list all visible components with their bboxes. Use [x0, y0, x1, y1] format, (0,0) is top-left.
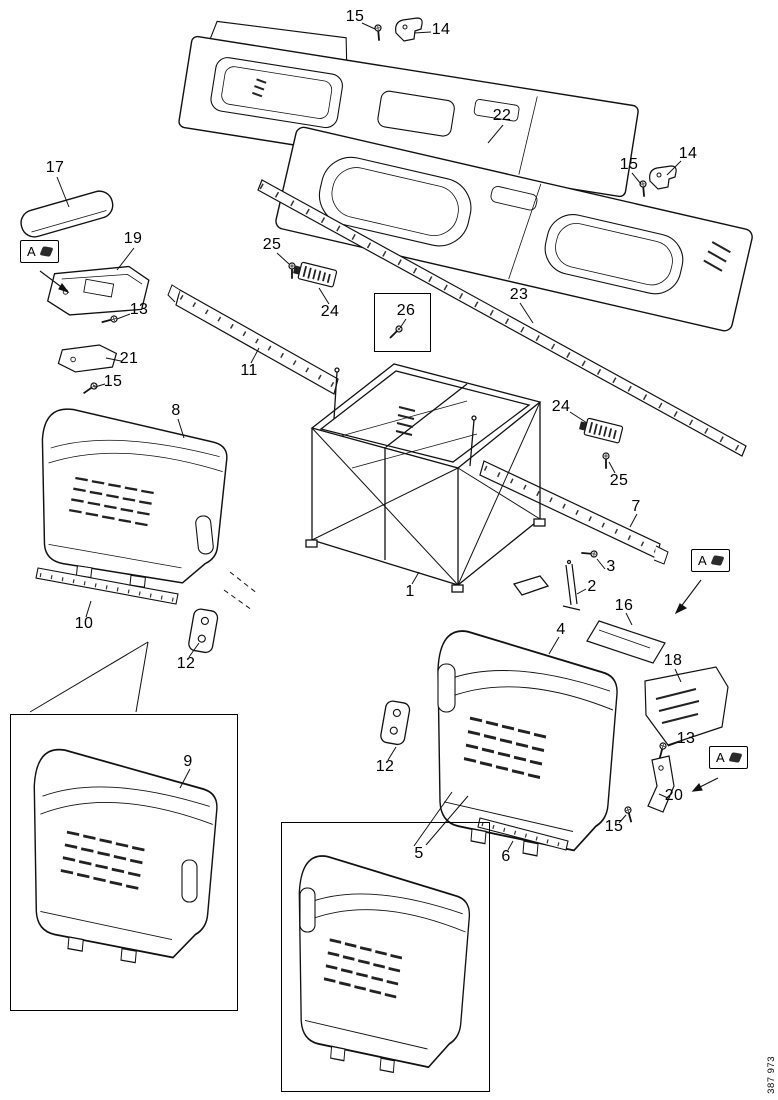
callout-9: 9 — [183, 753, 193, 770]
fastener-glyph — [728, 752, 743, 763]
callout-5: 5 — [414, 845, 424, 862]
part-4-recess — [437, 663, 456, 713]
part-9-recess — [181, 859, 198, 903]
callout-13: 13 — [129, 301, 149, 318]
callout-6: 6 — [501, 848, 511, 865]
callout-24: 24 — [551, 398, 571, 415]
part-19-bracket — [46, 265, 150, 316]
detail-marker-A-3: A — [709, 746, 748, 769]
part-22-shelf — [275, 126, 753, 332]
callout-11: 11 — [240, 362, 258, 379]
drawing-number: 387 973 — [766, 1056, 777, 1094]
part-6-strip — [477, 817, 569, 851]
part-21-bracket — [57, 344, 118, 373]
part-1-frame — [305, 363, 550, 596]
callout-15: 15 — [619, 156, 639, 173]
detail-marker-label: A — [698, 553, 707, 568]
part-18-bracket — [644, 666, 729, 746]
part-7-rail — [479, 460, 669, 565]
callout-24: 24 — [320, 303, 340, 320]
detail-inset-3 — [374, 293, 431, 352]
callout-12: 12 — [375, 758, 395, 775]
callout-14: 14 — [431, 21, 451, 38]
fastener-glyph — [39, 246, 54, 257]
part-10-strip — [35, 567, 179, 605]
callout-15: 15 — [345, 8, 365, 25]
callout-20: 20 — [664, 787, 684, 804]
callout-10: 10 — [74, 615, 94, 632]
leader-lines — [56, 22, 682, 851]
callout-2: 2 — [587, 578, 597, 595]
part-23-rail — [257, 179, 747, 457]
part-17-armrest — [20, 190, 114, 238]
callout-16: 16 — [614, 597, 634, 614]
detail-inset-1 — [10, 714, 238, 1011]
detail-marker-A-2: A — [691, 549, 730, 572]
callout-3: 3 — [606, 558, 616, 575]
part-16-bracket — [586, 620, 666, 664]
callout-4: 4 — [556, 621, 566, 638]
part-2-strut — [562, 559, 581, 611]
callout-18: 18 — [663, 652, 683, 669]
callout-15: 15 — [103, 373, 123, 390]
dashed-lines — [223, 571, 259, 611]
detail-marker-label: A — [27, 244, 36, 259]
callout-22: 22 — [492, 107, 512, 124]
detail-marker-A-1: A — [20, 240, 59, 263]
fastener-glyph — [710, 555, 725, 566]
detail-marker-arrows — [39, 270, 719, 792]
inset-pointer-lines — [29, 641, 149, 713]
callout-15: 15 — [604, 818, 624, 835]
callout-21: 21 — [119, 350, 139, 367]
callout-17: 17 — [45, 159, 65, 176]
part-8-recess — [195, 515, 214, 555]
detail-inset-2 — [281, 822, 490, 1092]
callout-25: 25 — [262, 236, 282, 253]
callout-26: 26 — [396, 302, 416, 319]
callout-14: 14 — [678, 145, 698, 162]
callout-8: 8 — [171, 402, 181, 419]
callout-23: 23 — [509, 286, 529, 303]
callout-19: 19 — [123, 230, 143, 247]
part-22-headliner — [178, 20, 639, 198]
callout-13: 13 — [676, 730, 696, 747]
part-11-rail — [167, 284, 339, 395]
detail-marker-label: A — [716, 750, 725, 765]
callout-1: 1 — [405, 583, 415, 600]
callout-7: 7 — [631, 498, 641, 515]
part-5-recess — [299, 887, 316, 933]
callout-25: 25 — [609, 472, 629, 489]
callout-12: 12 — [176, 655, 196, 672]
